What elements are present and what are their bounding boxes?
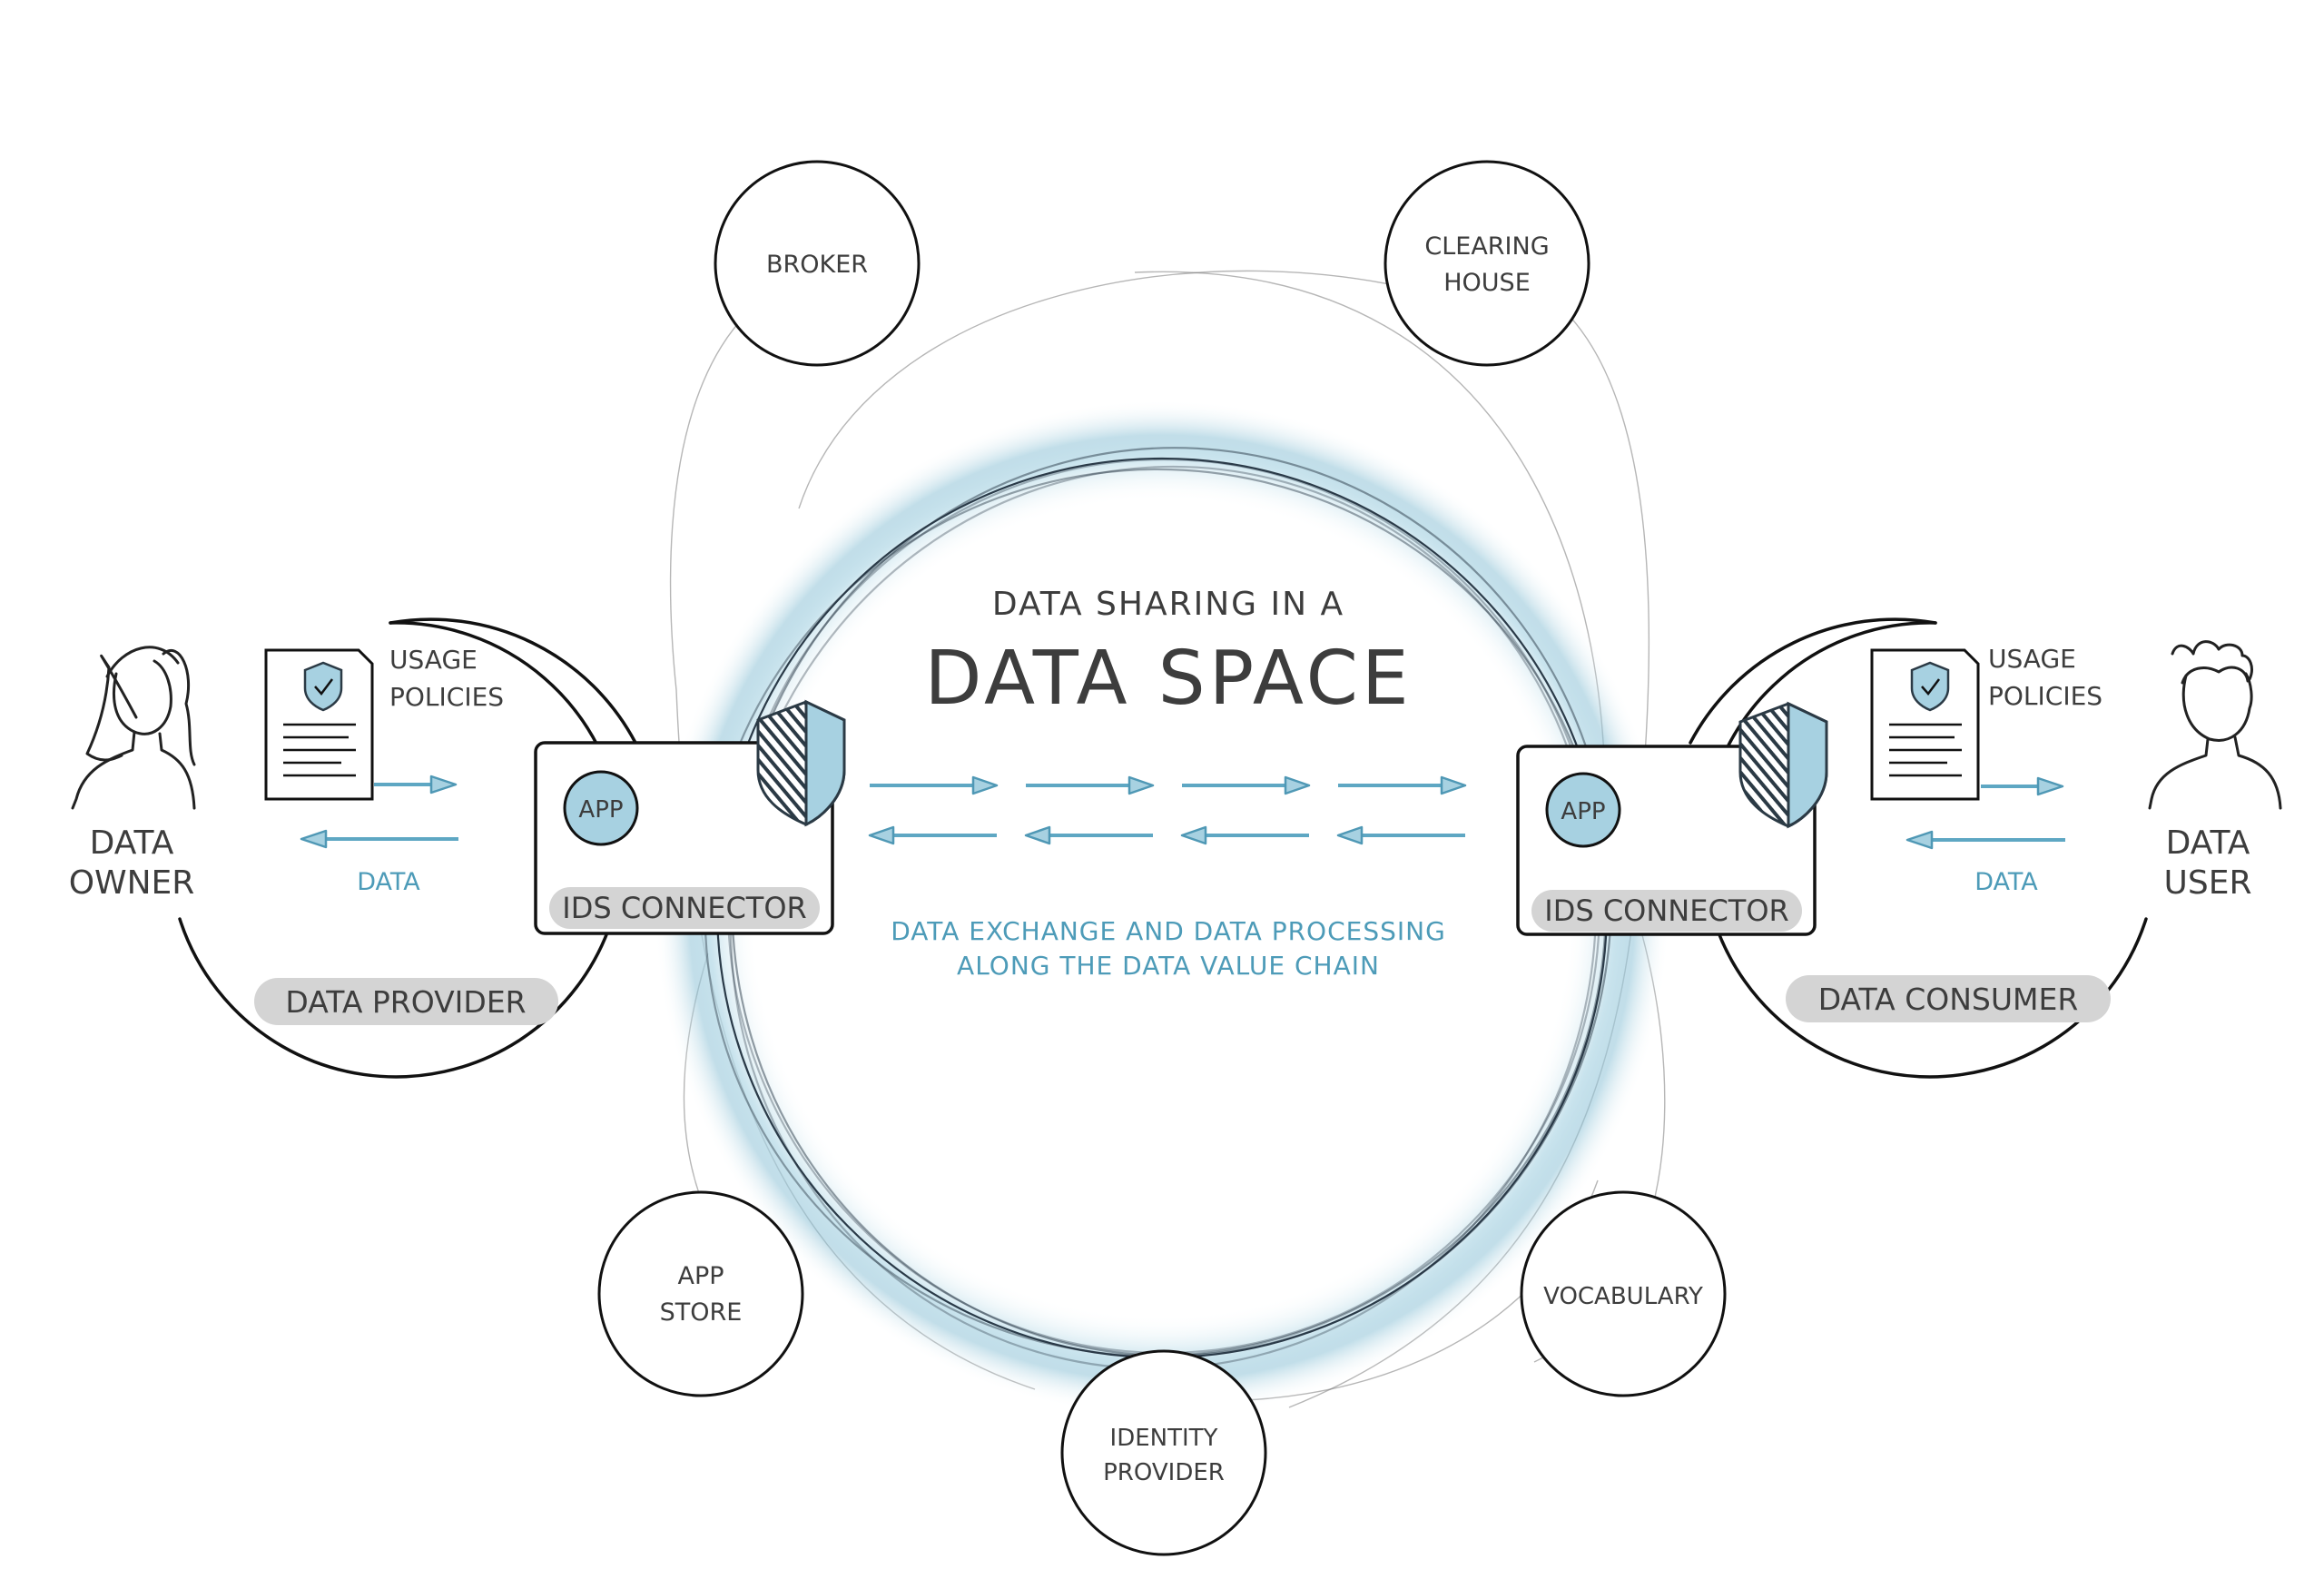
consumer-data-label: DATA bbox=[1974, 868, 2038, 896]
data-consumer-label: DATA CONSUMER bbox=[1818, 982, 2079, 1017]
data-user-label-line1: DATA bbox=[2166, 824, 2250, 862]
identity-provider-label-line1: IDENTITY bbox=[1110, 1425, 1218, 1452]
clearing-house-label-line2: HOUSE bbox=[1443, 269, 1531, 297]
provider-data-label: DATA bbox=[357, 868, 420, 896]
consumer-app-badge bbox=[1545, 772, 1621, 848]
data-owner-icon bbox=[71, 646, 196, 810]
consumer-usage-policy-document-icon bbox=[1870, 648, 1980, 801]
consumer-policies-label-line2: POLICIES bbox=[1988, 681, 2102, 711]
app-store-node: APP STORE bbox=[597, 1190, 804, 1397]
provider-policies-label-line2: POLICIES bbox=[389, 682, 504, 712]
data-provider-group bbox=[178, 617, 637, 1079]
consumer-policies-label-line1: USAGE bbox=[1988, 644, 2076, 674]
title-large: DATA SPACE bbox=[924, 636, 1412, 722]
consumer-app-label: APP bbox=[1561, 798, 1605, 825]
exchange-arrows-left bbox=[868, 825, 1465, 845]
provider-data-arrows bbox=[300, 775, 458, 849]
consumer-connector-label: IDS CONNECTOR bbox=[1544, 893, 1789, 928]
provider-ids-connector: APP IDS CONNECTOR bbox=[534, 699, 846, 935]
provider-connector-label: IDS CONNECTOR bbox=[562, 891, 807, 925]
broker-node: BROKER bbox=[714, 160, 921, 367]
data-user-icon bbox=[2148, 640, 2282, 810]
app-store-label-line2: STORE bbox=[660, 1298, 743, 1327]
identity-provider-label-line2: PROVIDER bbox=[1103, 1459, 1225, 1486]
vocabulary-label: VOCABULARY bbox=[1543, 1283, 1703, 1310]
title-small: DATA SHARING IN A bbox=[992, 586, 1344, 623]
exchange-caption-line1: DATA EXCHANGE AND DATA PROCESSING bbox=[891, 916, 1446, 946]
data-owner-label-line1: DATA bbox=[90, 824, 174, 862]
vocabulary-node: VOCABULARY bbox=[1520, 1190, 1727, 1397]
app-store-label-line1: APP bbox=[677, 1262, 724, 1290]
broker-label: BROKER bbox=[766, 251, 868, 279]
provider-app-label: APP bbox=[578, 796, 623, 824]
data-owner-label-line2: OWNER bbox=[69, 864, 195, 902]
consumer-ids-connector: APP IDS CONNECTOR bbox=[1516, 701, 1828, 936]
data-provider-pill: DATA PROVIDER bbox=[254, 978, 558, 1025]
data-user-label-line2: USER bbox=[2164, 864, 2252, 902]
data-consumer-pill: DATA CONSUMER bbox=[1786, 975, 2111, 1022]
identity-provider-node: IDENTITY PROVIDER bbox=[1060, 1349, 1267, 1556]
clearing-house-node: CLEARING HOUSE bbox=[1384, 160, 1590, 367]
provider-policies-label-line1: USAGE bbox=[389, 645, 478, 675]
usage-policy-document-icon bbox=[264, 648, 374, 801]
clearing-house-label-line1: CLEARING bbox=[1424, 232, 1549, 261]
provider-app-badge bbox=[563, 770, 639, 846]
consumer-data-arrows bbox=[1905, 776, 2065, 850]
exchange-arrows-right bbox=[870, 775, 1467, 795]
data-provider-label: DATA PROVIDER bbox=[285, 984, 526, 1020]
exchange-caption-line2: ALONG THE DATA VALUE CHAIN bbox=[957, 951, 1380, 981]
